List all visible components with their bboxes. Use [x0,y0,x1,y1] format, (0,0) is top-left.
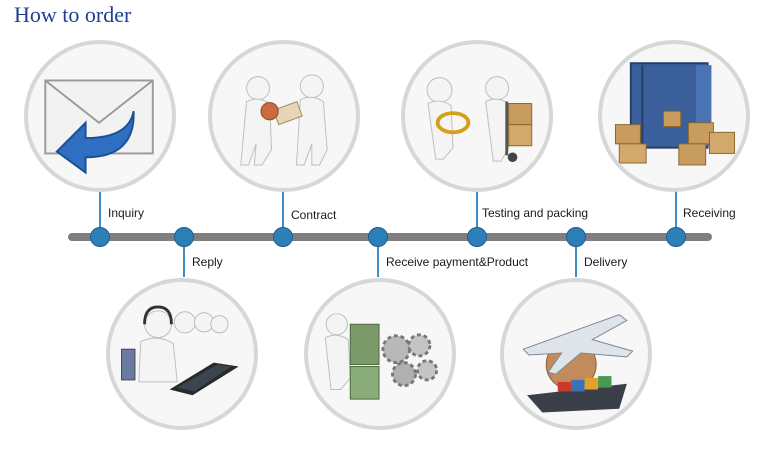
node-receiving [666,227,686,247]
node-receive-payment [368,227,388,247]
container-boxes-icon [614,62,735,166]
step-label-reply: Reply [192,255,223,269]
timeline-bar [68,233,712,241]
delivery-image [500,278,652,430]
handshake-stamp-icon [240,74,328,166]
page-title: How to order [14,2,132,27]
node-delivery [566,227,586,247]
call-center-icon [121,305,239,396]
testing-image [401,40,553,192]
stem-testing [476,185,478,229]
node-reply [174,227,194,247]
node-inquiry [90,227,110,247]
money-gears-icon [324,313,439,400]
node-testing [467,227,487,247]
magnifier-handtruck-icon [426,76,533,163]
stem-receive-payment [377,245,379,277]
stem-receiving [675,185,677,229]
stem-contract [282,185,284,229]
step-label-inquiry: Inquiry [108,206,145,220]
receiving-image [598,40,750,192]
inquiry-image [24,40,176,192]
plane-ship-globe-icon [522,314,634,413]
receive-payment-image [304,278,456,430]
step-label-contract: Contract [291,208,337,222]
node-contract [273,227,293,247]
stem-reply [183,245,185,277]
reply-image [106,278,258,430]
step-label-receiving: Receiving [683,206,736,220]
step-label-receive-payment: Receive payment&Product [386,255,529,269]
step-label-delivery: Delivery [584,255,628,269]
step-label-testing: Testing and packing [482,206,589,220]
stem-inquiry [99,185,101,229]
contract-image [208,40,360,192]
envelope-arrow-icon [44,79,154,175]
stem-delivery [575,245,577,277]
